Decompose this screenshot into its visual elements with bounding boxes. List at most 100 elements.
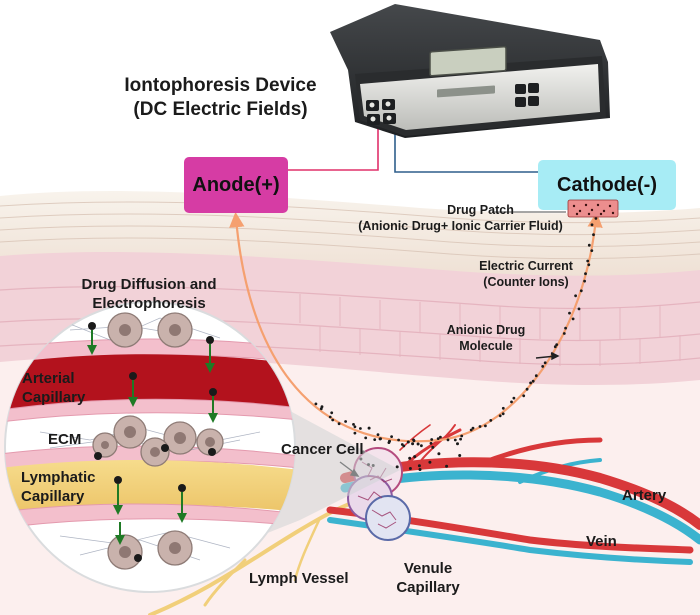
drug-particle bbox=[364, 436, 368, 440]
drug-particle bbox=[406, 440, 410, 444]
lymph-vessel-label: Lymph Vessel bbox=[249, 570, 349, 587]
drug-particle bbox=[320, 405, 324, 409]
drug-particle bbox=[328, 415, 332, 419]
patch-line2: (Anionic Drug+ Ionic Carrier Fluid) bbox=[358, 218, 563, 233]
arterial-line2: Capillary bbox=[22, 388, 86, 406]
inset-zoom bbox=[4, 301, 400, 593]
drug-particle bbox=[553, 345, 557, 349]
drug-particle bbox=[359, 427, 362, 430]
drug-particle bbox=[489, 419, 493, 422]
drug-particle bbox=[522, 394, 526, 398]
artery-label: Artery bbox=[622, 487, 667, 504]
drug-particle bbox=[594, 217, 598, 220]
drug-particle bbox=[431, 445, 435, 449]
drug-particle bbox=[436, 437, 440, 440]
drug-particle bbox=[373, 438, 377, 441]
drug-particle bbox=[469, 428, 473, 432]
drug-particle bbox=[446, 438, 450, 442]
drug-particle bbox=[395, 465, 399, 469]
lymphatic-line2: Capillary bbox=[21, 487, 85, 505]
drug-particle bbox=[413, 455, 417, 459]
drug-particle bbox=[439, 435, 442, 439]
stratum-corneum bbox=[0, 191, 700, 276]
artery bbox=[340, 457, 700, 530]
drug-particle bbox=[459, 437, 462, 441]
device-display bbox=[429, 46, 507, 77]
patch-drug-dots bbox=[572, 203, 615, 216]
inset-title-line1: Drug Diffusion and bbox=[81, 276, 217, 293]
drug-particle bbox=[330, 411, 334, 415]
drug-particle bbox=[586, 259, 590, 263]
drug-particle bbox=[590, 223, 594, 227]
drug-particle bbox=[590, 249, 594, 253]
drug-particle bbox=[525, 387, 529, 391]
lymphatic-line1: Lymphatic bbox=[21, 469, 96, 486]
drug-particle bbox=[428, 460, 432, 464]
drug-particle bbox=[456, 442, 459, 446]
drug-particle bbox=[478, 425, 482, 428]
anode-wire bbox=[288, 128, 379, 171]
drug-particle bbox=[420, 444, 423, 448]
anionic-drug-label: Anionic Drug Molecule bbox=[428, 323, 544, 354]
drug-particle bbox=[353, 431, 357, 435]
drug-particle bbox=[412, 439, 416, 443]
drug-particle bbox=[379, 437, 382, 441]
drug-particle bbox=[587, 243, 591, 247]
drug-particle bbox=[411, 442, 415, 446]
cathode-electrode bbox=[538, 160, 676, 210]
drug-particle bbox=[471, 426, 475, 430]
drug-particle bbox=[353, 425, 357, 429]
cancer-cell-label: Cancer Cell bbox=[281, 441, 364, 458]
electric-current-label: Electric Current (Counter Ions) bbox=[456, 259, 596, 290]
drug-particle bbox=[592, 233, 595, 237]
cathode-wire bbox=[394, 128, 572, 173]
lymphatic-capillary-label: Lymphatic Capillary bbox=[21, 469, 95, 507]
drug-particle bbox=[534, 374, 538, 378]
drug-particle bbox=[388, 439, 391, 443]
drug-particle bbox=[498, 414, 502, 418]
drug-particle bbox=[408, 467, 412, 470]
anode-electrode bbox=[184, 157, 288, 213]
drug-particle bbox=[367, 426, 371, 430]
venule-line2: Capillary bbox=[396, 578, 460, 596]
drug-particle bbox=[555, 343, 559, 346]
iontophoresis-device-icon bbox=[330, 4, 610, 138]
drug-particle bbox=[541, 365, 545, 368]
device-ports bbox=[366, 83, 539, 125]
anionic-drug-particles bbox=[314, 217, 598, 471]
venule-line1: Venule bbox=[403, 560, 453, 577]
drug-particle bbox=[430, 438, 434, 441]
drug-particle bbox=[531, 379, 535, 383]
drug-particle bbox=[574, 294, 577, 298]
anode-label: Anode(+) bbox=[192, 173, 280, 196]
drug-particle bbox=[429, 441, 433, 445]
drug-particle bbox=[501, 406, 505, 410]
lymph-vessel bbox=[148, 498, 362, 615]
drug-particle bbox=[437, 452, 441, 456]
drug-particle bbox=[564, 326, 567, 330]
device-jacks bbox=[369, 101, 392, 122]
inset-title-line2: Electrophoresis bbox=[92, 294, 206, 312]
drug-particle bbox=[577, 307, 581, 311]
vessels bbox=[148, 424, 700, 615]
inset-title: Drug Diffusion and Electrophoresis bbox=[54, 276, 244, 314]
drug-particle bbox=[400, 443, 404, 446]
device-title: Iontophoresis Device (DC Electric Fields… bbox=[113, 74, 328, 122]
lymphatic-capillary-band bbox=[5, 459, 295, 514]
drug-line2: Molecule bbox=[459, 338, 513, 353]
drug-particle bbox=[344, 420, 347, 423]
drug-particle bbox=[501, 412, 505, 416]
current-line2: (Counter Ions) bbox=[483, 274, 569, 289]
drug-particle bbox=[337, 422, 341, 426]
ecm-label: ECM bbox=[48, 431, 82, 448]
drug-particle bbox=[352, 423, 355, 426]
drug-particle bbox=[445, 464, 449, 468]
device-title-line1: Iontophoresis Device bbox=[124, 75, 317, 96]
drug-particle bbox=[571, 317, 575, 321]
drug-particle bbox=[416, 442, 420, 446]
drug-particle bbox=[512, 396, 516, 400]
arterial-capillary-band bbox=[5, 354, 295, 410]
drug-patch-label: Drug Patch (Anionic Drug+ Ionic Carrier … bbox=[338, 203, 583, 234]
drug-particle bbox=[543, 361, 547, 365]
